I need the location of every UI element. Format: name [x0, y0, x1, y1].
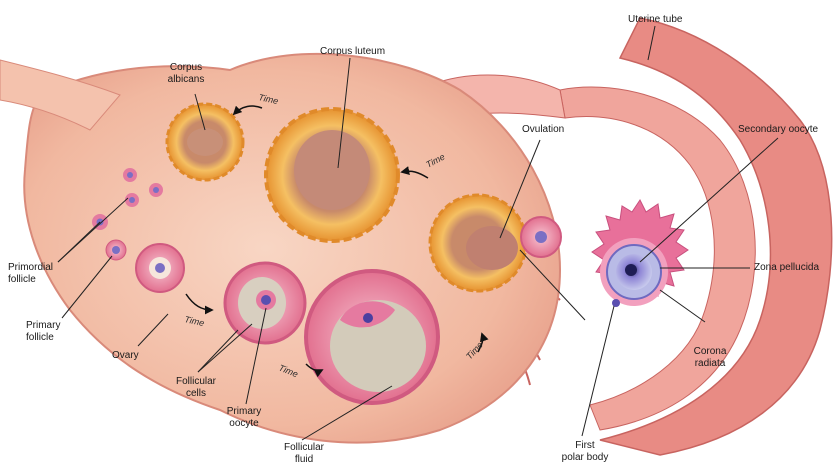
label-corpus-luteum: Corpus luteum	[320, 46, 385, 58]
released-oocyte	[592, 200, 688, 307]
label-primordial-follicle: Primordial follicle	[8, 262, 53, 286]
small-follicle	[521, 217, 561, 257]
label-follicular-fluid: Follicular fluid	[274, 442, 334, 466]
label-secondary-oocyte: Secondary oocyte	[738, 124, 818, 136]
corpus-albicans	[167, 104, 243, 180]
label-ovary: Ovary	[112, 350, 139, 362]
label-follicular-cells: Follicular cells	[166, 376, 226, 400]
label-first-polar-body: First polar body	[552, 440, 618, 464]
label-primary-follicle: Primary follicle	[26, 320, 60, 344]
label-ovulation: Ovulation	[522, 124, 564, 136]
label-zona-pellucida: Zona pellucida	[754, 262, 836, 274]
label-uterine-tube: Uterine tube	[628, 14, 682, 26]
label-corpus-albicans: Corpus albicans	[156, 62, 216, 86]
label-primary-oocyte: Primary oocyte	[214, 406, 274, 430]
corpus-luteum	[266, 109, 398, 241]
mature-follicle	[306, 271, 438, 403]
label-corona-radiata: Corona radiata	[680, 346, 740, 370]
